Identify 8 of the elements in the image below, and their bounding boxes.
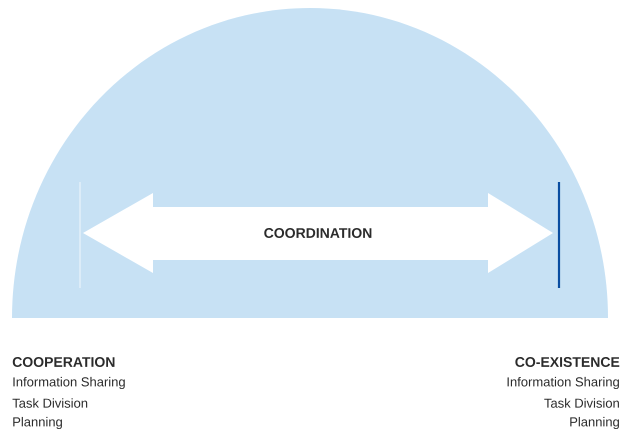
list-item: Task Division bbox=[12, 398, 88, 408]
column-heading: COOPERATION bbox=[12, 357, 114, 367]
column-heading: CO-EXISTENCE bbox=[515, 357, 620, 367]
list-item: Planning bbox=[570, 416, 619, 430]
list-item: Task Division bbox=[544, 398, 619, 408]
list-item: Planning bbox=[13, 416, 62, 430]
list-item: Information Sharing bbox=[508, 376, 619, 390]
list-item: Information Sharing bbox=[13, 376, 125, 390]
